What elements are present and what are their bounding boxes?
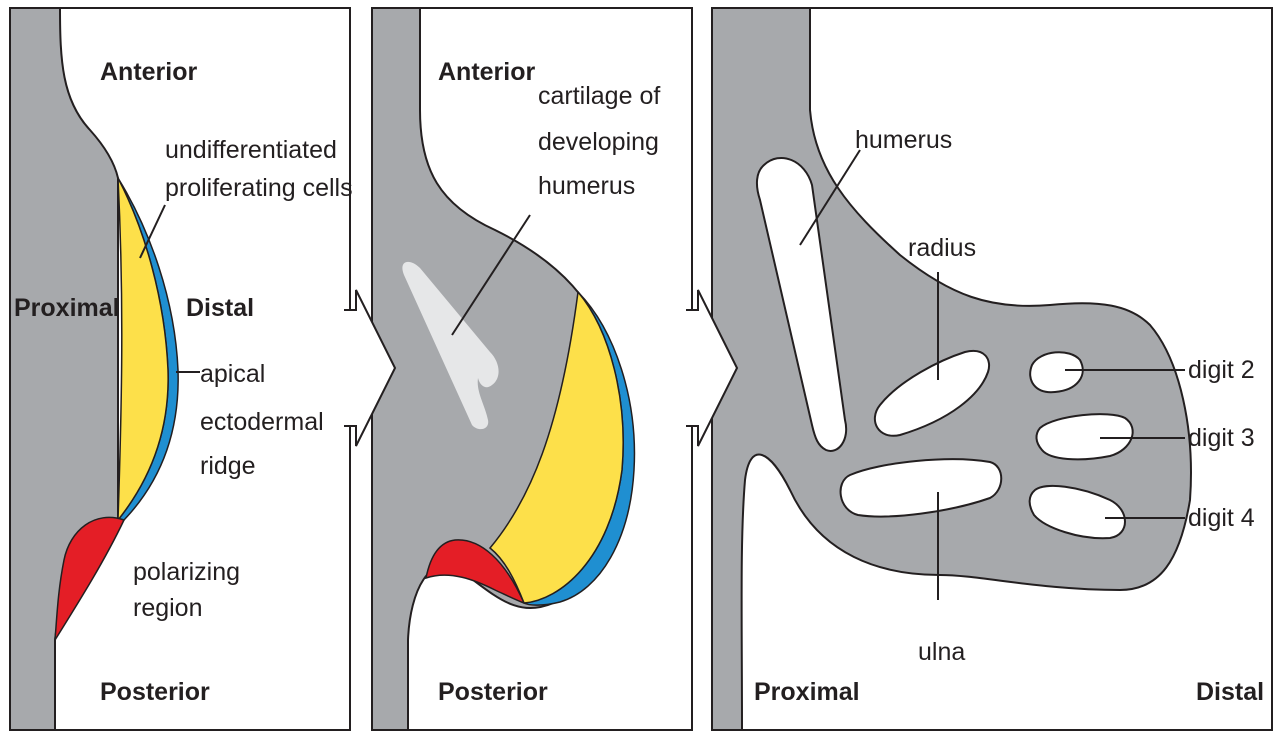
panel-2-posterior-label: Posterior [438,678,548,706]
digit-3-label: digit 3 [1188,424,1255,452]
undifferentiated-label-line2: proliferating cells [165,174,353,202]
panel-1-anterior-label: Anterior [100,58,198,86]
panel-3-developed-limb: humerus radius ulna digit 2 digit 3 digi… [712,8,1272,730]
humerus-label: humerus [855,126,952,154]
panel-1-proximal-label: Proximal [14,294,120,322]
aer-label-line1: apical [200,360,265,388]
cartilage-label-line3: humerus [538,172,635,200]
digit-3-bone [1036,414,1132,459]
panel-2-anterior-label: Anterior [438,58,536,86]
panel-1-early-limb-bud: Anterior Posterior Proximal Distal undif… [10,8,353,730]
aer-label-line3: ridge [200,452,256,480]
digit-2-label: digit 2 [1188,356,1255,384]
digit-4-label: digit 4 [1188,504,1255,532]
polarizing-label-line1: polarizing [133,558,240,586]
panel-1-posterior-label: Posterior [100,678,210,706]
panel-3-distal-label: Distal [1196,678,1264,706]
cartilage-label-line2: developing [538,128,659,156]
panel-1-distal-label: Distal [186,294,254,322]
digit-2-bone [1030,352,1083,392]
aer-label-line2: ectodermal [200,408,324,436]
panel-3-proximal-label: Proximal [754,678,860,706]
polarizing-label-line2: region [133,594,203,622]
panel-2-limb-bud: Anterior Posterior cartilage of developi… [372,8,692,730]
ulna-label: ulna [918,638,965,666]
cartilage-label-line1: cartilage of [538,82,660,110]
undifferentiated-label-line1: undifferentiated [165,136,337,164]
radius-label: radius [908,234,976,262]
